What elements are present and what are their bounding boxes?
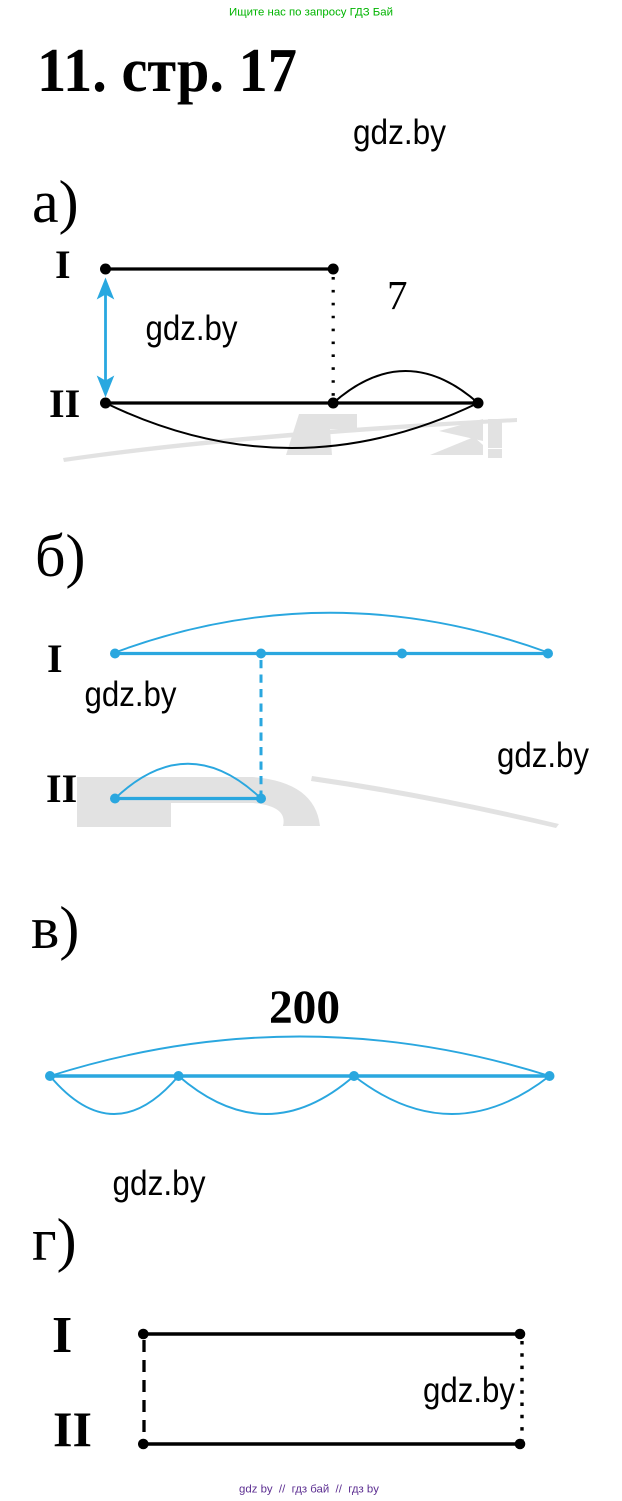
svg-text:gdz.by: gdz.by [353,113,446,152]
svg-text:gdz.by: gdz.by [423,1371,515,1410]
svg-text:II: II [53,1401,92,1457]
svg-text:I: I [55,242,71,287]
svg-text:gdz.by: gdz.by [85,675,177,714]
svg-text:gdz.by: gdz.by [497,736,589,775]
svg-text:б): б) [35,523,86,589]
svg-text:200: 200 [269,981,340,1034]
svg-text:11. стр. 17: 11. стр. 17 [37,37,297,105]
svg-text:I: I [47,636,63,681]
svg-text:II: II [49,381,80,426]
svg-text:Ищите нас по запросу ГДЗ Бай: Ищите нас по запросу ГДЗ Бай [229,7,393,19]
svg-text:в): в) [31,895,79,961]
svg-text:I: I [52,1307,72,1364]
svg-text:gdz.by: gdz.by [146,309,238,348]
svg-text:г): г) [32,1207,77,1273]
svg-text:gdz by // гдз бай // гдз b: gdz by // гдз бай // гдз by [239,1484,379,1496]
svg-text:gdz.by: gdz.by [113,1164,206,1203]
svg-text:7: 7 [387,272,408,318]
svg-text:II: II [46,766,77,811]
svg-text:а): а) [32,169,79,235]
